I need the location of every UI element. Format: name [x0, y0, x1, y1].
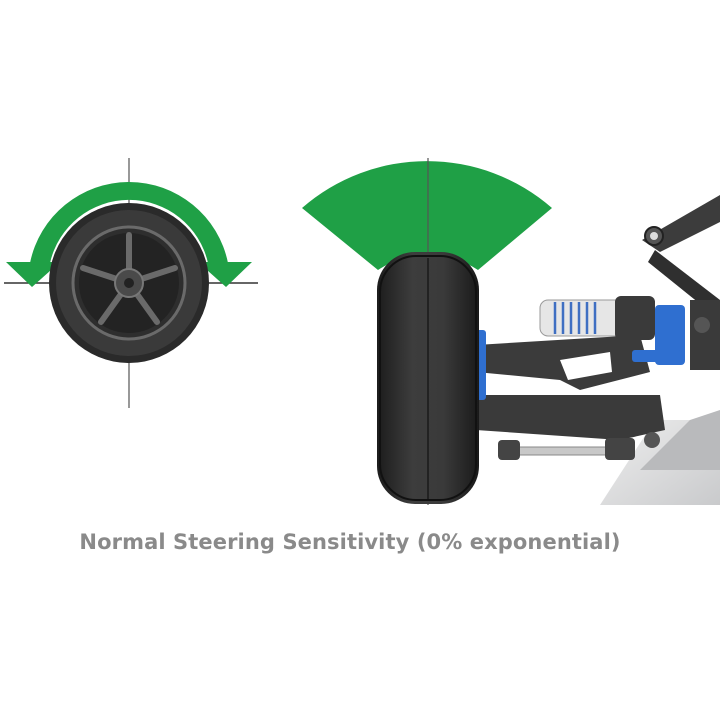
diagram-caption: Normal Steering Sensitivity (0% exponent…	[79, 530, 621, 554]
front-tire-icon	[377, 252, 479, 504]
rotation-arc-arrow-icon	[6, 181, 252, 287]
wheel-rotation-illustration	[4, 158, 258, 408]
steering-wheel-tire-icon	[49, 203, 209, 363]
steering-sweep-icon	[302, 161, 552, 270]
front-wheel-illustration	[302, 158, 720, 505]
